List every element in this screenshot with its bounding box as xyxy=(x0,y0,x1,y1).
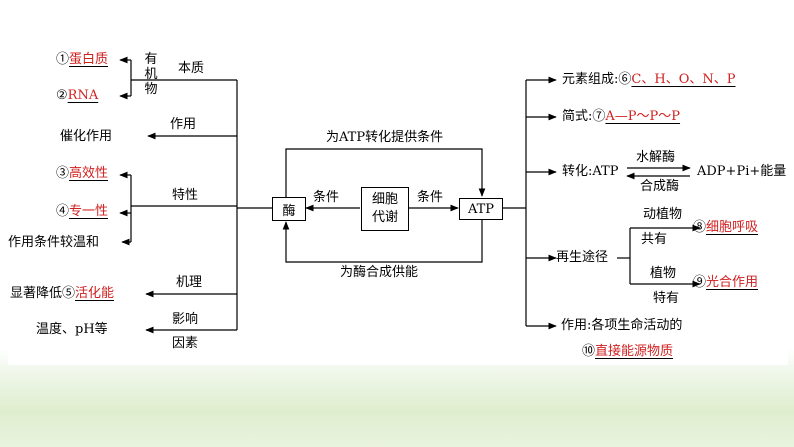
item10-answer: 直接能源物质 xyxy=(595,344,674,359)
organic-char-2: 机 xyxy=(144,67,158,82)
influence-label: 影响 xyxy=(172,312,199,327)
element-label: 元素组成: xyxy=(562,72,619,87)
top-loop-label: 为ATP转化提供条件 xyxy=(326,130,444,145)
item4-num: ④ xyxy=(56,204,70,219)
bottom-loop-label: 为酶合成供能 xyxy=(340,265,419,280)
plants-label: 植物 xyxy=(650,266,677,281)
organic-char-3: 物 xyxy=(144,82,158,97)
atp-box: ATP xyxy=(459,198,503,220)
mechanism-label: 机理 xyxy=(176,275,203,290)
item7-answer: A—P～P～P xyxy=(605,109,681,124)
item2-answer: RNA xyxy=(67,88,99,103)
organic-char-1: 有 xyxy=(144,52,158,67)
condition-right-label: 条件 xyxy=(417,190,444,205)
item5-prefix: 显著降低⑤ xyxy=(10,286,76,301)
item1-answer: 蛋白质 xyxy=(69,52,109,67)
condition-left-label: 条件 xyxy=(313,190,340,205)
item3-num: ③ xyxy=(56,166,70,181)
regeneration-label: 再生途径 xyxy=(556,250,609,265)
item6-num: ⑥ xyxy=(618,72,632,87)
temperature-ph-text: 温度、pH等 xyxy=(36,322,108,337)
item4: ④专一性 xyxy=(56,204,108,220)
hydrolase-label: 水解酶 xyxy=(636,150,676,165)
function-label: 作用 xyxy=(170,117,197,132)
mild-conditions-text: 作用条件较温和 xyxy=(8,235,100,250)
formula-row: 简式:⑦A—P～P～P xyxy=(562,109,680,125)
item9-num: ⑨ xyxy=(693,275,707,290)
item5: 显著降低⑤活化能 xyxy=(10,286,114,302)
item7-num: ⑦ xyxy=(592,109,606,124)
catalysis-text: 催化作用 xyxy=(60,129,113,144)
item10-num: ⑩ xyxy=(582,344,596,359)
formula-label: 简式: xyxy=(562,109,593,124)
item8: ⑧细胞呼吸 xyxy=(693,220,758,236)
essence-label: 本质 xyxy=(178,61,205,76)
item2-num: ② xyxy=(56,88,68,103)
metabolism-line2: 代谢 xyxy=(371,210,398,225)
item6-answer: C、H、O、N、P xyxy=(631,72,736,87)
cell-metabolism-box: 细胞 代谢 xyxy=(361,187,409,231)
item8-num: ⑧ xyxy=(693,220,707,235)
metabolism-line1: 细胞 xyxy=(371,192,398,207)
item9: ⑨光合作用 xyxy=(693,275,758,291)
item1-num: ① xyxy=(56,52,70,67)
item4-answer: 专一性 xyxy=(69,204,109,219)
enzyme-box: 酶 xyxy=(272,197,306,221)
element-composition: 元素组成:⑥C、H、O、N、P xyxy=(562,72,735,88)
unique-label: 特有 xyxy=(653,291,680,306)
organic-matter-label: 有 机 物 xyxy=(143,52,159,97)
animals-plants-label: 动植物 xyxy=(643,207,683,222)
item1: ①蛋白质 xyxy=(56,52,108,68)
conversion-label: 转化:ATP xyxy=(562,164,619,179)
atp-label: ATP xyxy=(467,201,495,217)
enzyme-label: 酶 xyxy=(282,203,296,219)
item2: ②RNA xyxy=(56,88,98,104)
property-label: 特性 xyxy=(172,188,199,203)
item8-answer: 细胞呼吸 xyxy=(706,220,759,235)
item9-answer: 光合作用 xyxy=(706,275,759,290)
synthase-label: 合成酶 xyxy=(640,179,680,194)
item3: ③高效性 xyxy=(56,166,108,182)
factors-label: 因素 xyxy=(172,336,199,351)
item10: ⑩直接能源物质 xyxy=(582,344,673,360)
item5-answer: 活化能 xyxy=(75,286,115,301)
shared-label: 共有 xyxy=(641,232,668,247)
function-row-label: 作用:各项生命活动的 xyxy=(561,318,683,333)
item3-answer: 高效性 xyxy=(69,166,109,181)
products-text: ADP+Pi+能量 xyxy=(697,164,787,179)
